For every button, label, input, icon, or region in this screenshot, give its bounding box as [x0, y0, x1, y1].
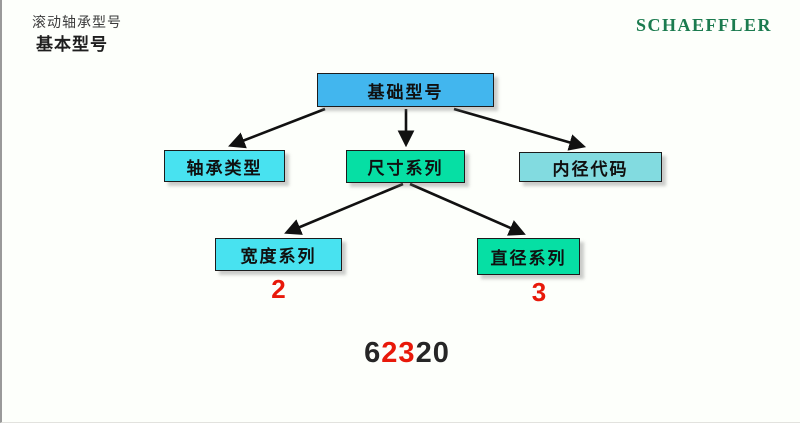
width-series-value: 2	[271, 274, 286, 304]
slide-title: 基本型号	[36, 35, 108, 54]
edge-dimension-to-width-series	[284, 182, 404, 235]
edge-root-to-bore-code	[453, 107, 587, 151]
designation-digit-highlight: 3	[398, 337, 416, 369]
designation-digit-highlight: 2	[381, 337, 399, 369]
node-bore-code-label: 内径代码	[552, 159, 629, 179]
schaeffler-logo: SCHAEFFLER	[635, 15, 772, 35]
node-base-designation-label: 基础型号	[367, 82, 444, 102]
node-diameter-series-label: 直径系列	[490, 249, 567, 268]
node-base-designation: 基础型号	[317, 73, 494, 107]
edge-root-to-bearing-type	[228, 107, 326, 149]
designation-digit: 0	[432, 337, 450, 369]
node-dimension-series: 尺寸系列	[346, 150, 465, 183]
edge-dimension-to-diameter-series	[409, 182, 526, 236]
designation-example: 62320	[2, 337, 800, 370]
node-diameter-series: 直径系列	[477, 238, 580, 275]
node-dimension-series-label: 尺寸系列	[367, 159, 444, 178]
node-width-series-label: 宽度系列	[240, 247, 317, 266]
diameter-series-value: 3	[531, 277, 547, 307]
slide-subtitle: 滚动轴承型号	[32, 16, 122, 31]
node-width-series: 宽度系列	[215, 238, 342, 271]
node-bearing-type-label: 轴承类型	[186, 158, 263, 178]
node-bore-code: 内径代码	[519, 152, 662, 182]
node-bearing-type: 轴承类型	[164, 150, 285, 182]
designation-digit: 6	[364, 337, 382, 369]
designation-digit: 2	[415, 337, 433, 369]
